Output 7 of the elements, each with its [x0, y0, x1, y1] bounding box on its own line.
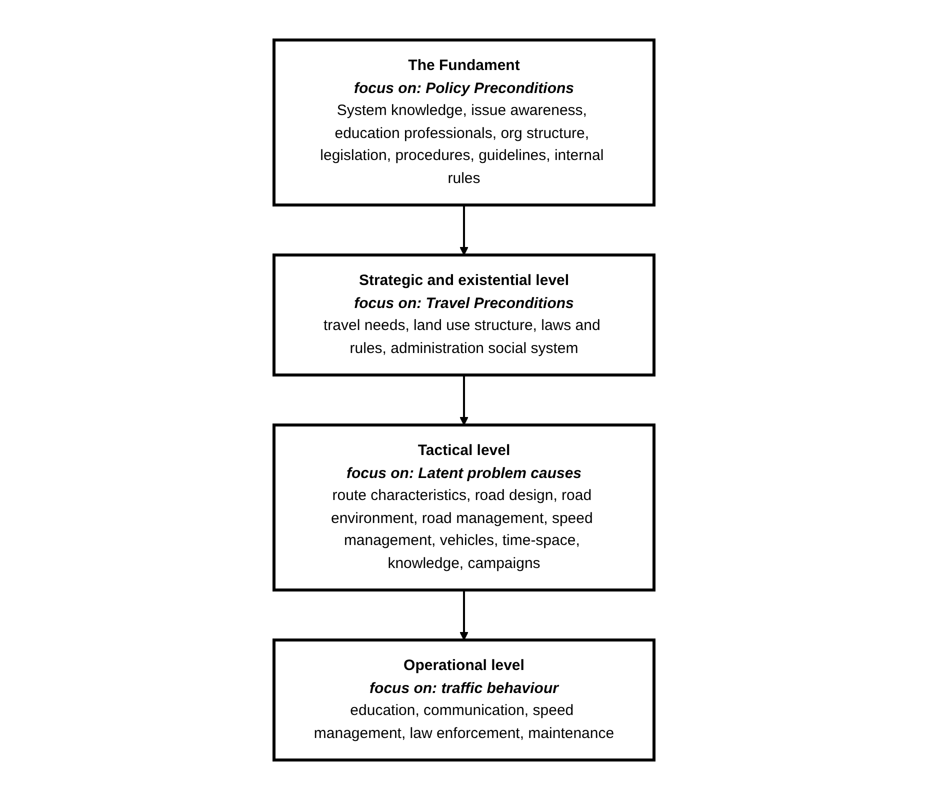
node-box: Tactical level focus on: Latent problem causes route characteristics, road design, road environment, road management, speed management, vehicles, time-space, knowledge, campaigns — [272, 424, 656, 592]
node-box: Strategic and existential level focus on: Travel Preconditions travel needs, land use structure, laws and rules, administration social system — [272, 254, 656, 376]
arrow — [460, 590, 468, 640]
arrow — [460, 375, 468, 426]
node-box: Operational level focus on: traffic behaviour education, communication, speed management, law enforcement, maintenance — [272, 638, 656, 762]
arrow — [460, 205, 468, 256]
node-box: The Fundament focus on: Policy Preconditions System knowledge, issue awareness, education professionals, org structure, legislation, procedures, guidelines, internal rules — [272, 38, 656, 206]
